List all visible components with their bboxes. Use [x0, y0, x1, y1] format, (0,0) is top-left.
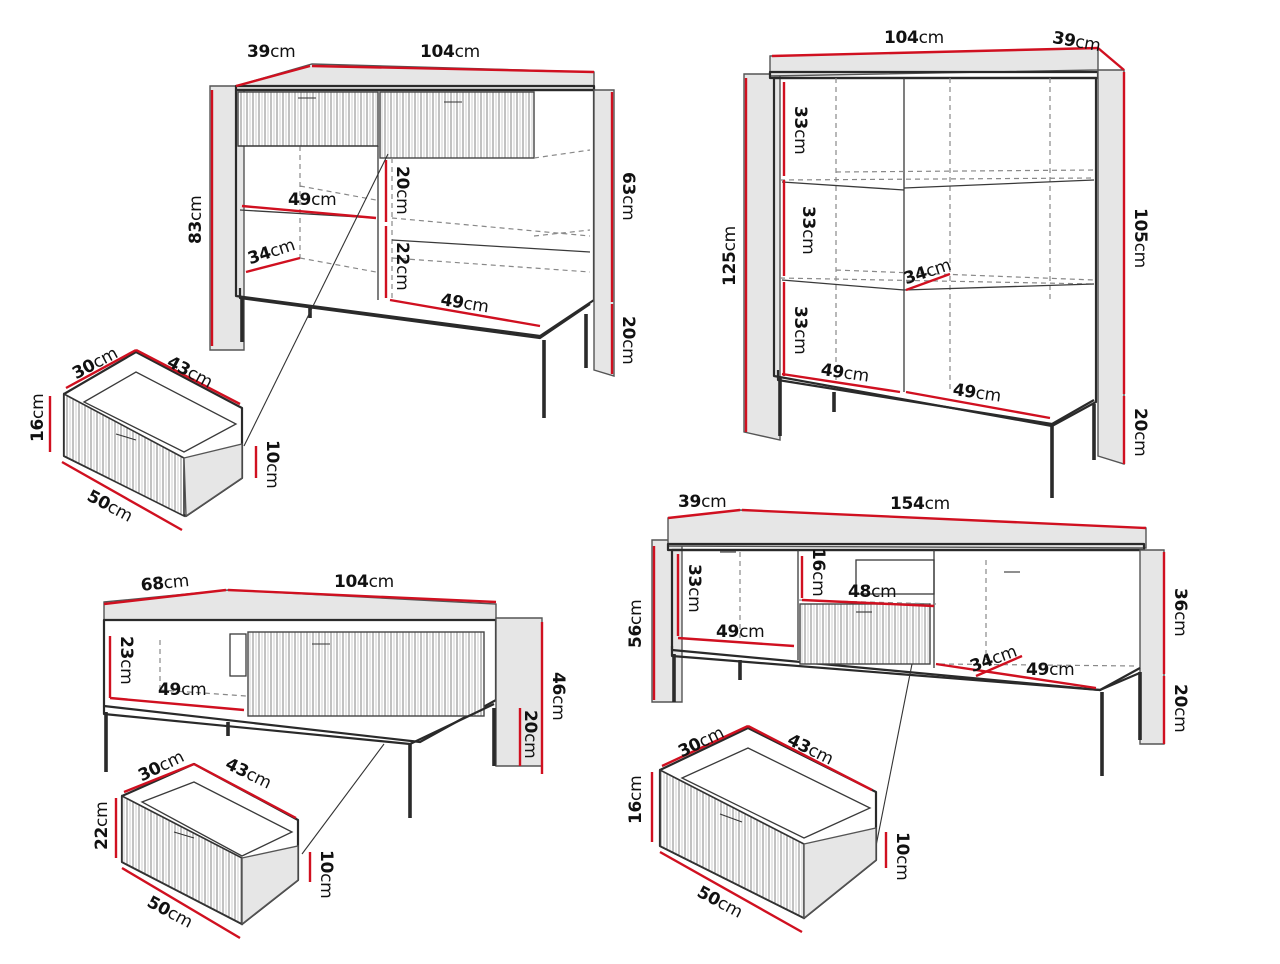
dresser-width-label: 104cm [420, 42, 480, 62]
dresser-drawer-side-height-label: 10cm [262, 440, 282, 489]
coffee-table-height-label: 46cm [548, 672, 568, 721]
dresser-shelf-width-bottom-line [389, 298, 541, 328]
cabinet-gap-3-label: 33cm [790, 306, 810, 355]
coffee-table-inner-height-label: 23cm [116, 636, 136, 685]
cabinet-side-panel [743, 73, 781, 441]
dresser-drawer-front-height-label: 16cm [28, 393, 48, 442]
dresser-drawer-left [237, 91, 379, 147]
dresser-drawing [209, 63, 615, 447]
cabinet-height-label: 125cm [720, 226, 740, 286]
coffee-table-drawer-drawing [114, 762, 312, 940]
tv-stand-body-height-label: 36cm [1170, 588, 1190, 637]
tv-stand-left-height-label: 33cm [684, 564, 704, 613]
cabinet-gap-2-label: 33cm [798, 206, 818, 255]
tv-stand-niche-width-label: 48cm [848, 582, 897, 602]
cabinet-gap-1-label: 33cm [790, 106, 810, 155]
tv-stand-width-label: 154cm [890, 494, 950, 514]
coffee-table-drawing [102, 588, 544, 855]
tv-stand-drawer-side-height-label: 10cm [892, 832, 912, 881]
dresser-body-height-label: 63cm [618, 172, 638, 221]
dresser-drawer-drawing [48, 348, 258, 532]
tv-stand-leg-height-label: 20cm [1170, 684, 1190, 733]
tv-stand-depth-label: 39cm [678, 492, 727, 512]
dresser-shelf-width-top-label: 49cm [288, 190, 337, 210]
coffee-table-depth-label: 68cm [139, 570, 190, 596]
dresser-right-panel [593, 89, 615, 377]
dresser-shelf-gap-label: 22cm [392, 242, 412, 291]
coffee-table-width-label: 104cm [334, 572, 394, 592]
coffee-table-drawer-side-height-label: 10cm [316, 850, 336, 899]
cabinet-width-label: 104cm [884, 28, 944, 48]
coffee-table-leg-height-label: 20cm [520, 710, 540, 759]
tv-stand-drawer-drawing [650, 724, 888, 934]
dresser-height-label: 83cm [186, 195, 206, 244]
dresser-depth-line [235, 64, 311, 88]
dresser-body [234, 88, 596, 338]
tv-stand-height-label: 56cm [626, 599, 646, 648]
dresser-shelf-depth-line [245, 256, 301, 274]
dresser-drawer-gap-label: 20cm [392, 166, 412, 215]
cabinet-leg-height-label: 20cm [1130, 408, 1150, 457]
tv-stand-left-width-label: 49cm [716, 622, 765, 642]
coffee-table-inner-width-label: 49cm [158, 680, 207, 700]
dresser-depth-label: 39cm [247, 42, 296, 62]
coffee-table-drawer-front-height-label: 22cm [92, 801, 112, 850]
dresser-shelf-width-top-line [241, 204, 377, 220]
tv-stand-drawing [651, 508, 1166, 847]
cabinet-body-height-label: 105cm [1130, 208, 1150, 268]
dresser-leg-height-label: 20cm [618, 316, 638, 365]
cabinet-drawing [743, 46, 1126, 498]
tv-stand-drawer-front-height-label: 16cm [626, 775, 646, 824]
tv-stand-niche-height-label: 16cm [808, 548, 828, 597]
dresser-width-line [311, 64, 595, 74]
dresser-drawer-right [379, 91, 535, 159]
tv-stand-right-width-label: 49cm [1026, 660, 1075, 680]
